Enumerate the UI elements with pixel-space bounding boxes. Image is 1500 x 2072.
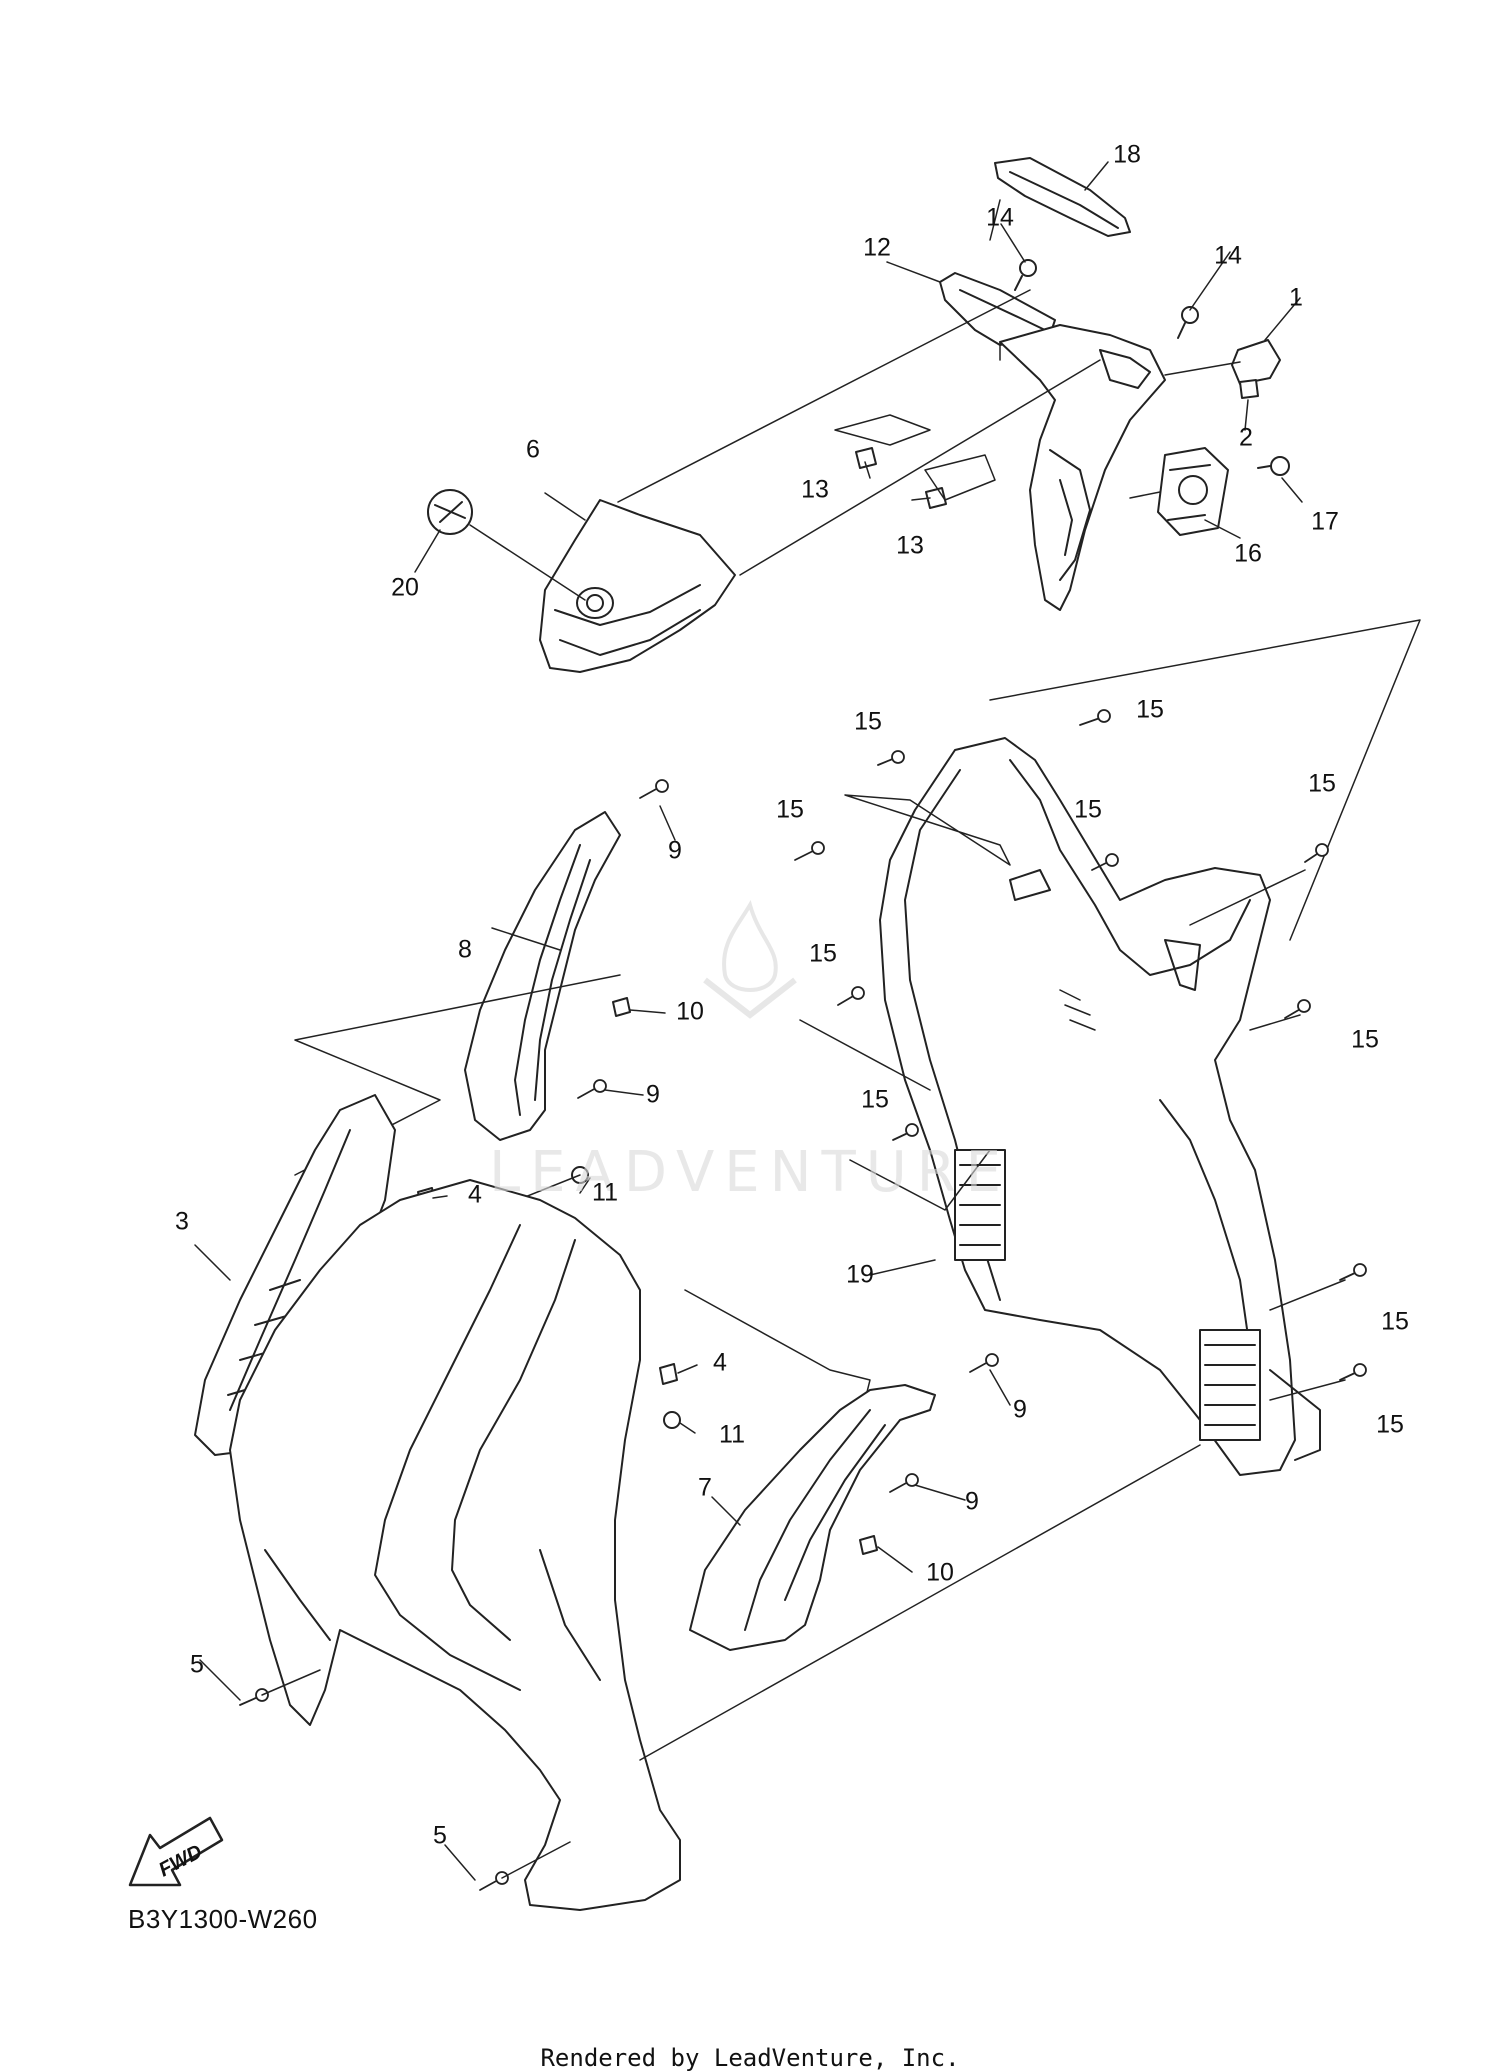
part-6-shape	[539, 499, 736, 673]
leadventure-watermark: LEADVENTURE	[488, 1140, 1012, 1205]
part-5-screws	[239, 1688, 509, 1891]
callout-18[interactable]: 18	[1113, 140, 1141, 169]
part-2-shape	[1239, 379, 1259, 399]
callout-12[interactable]: 12	[863, 233, 891, 262]
part-10-clip-b	[859, 1535, 878, 1555]
callout-15-d[interactable]: 15	[1074, 795, 1102, 824]
callout-19[interactable]: 19	[846, 1260, 874, 1289]
callout-14-a[interactable]: 14	[986, 203, 1014, 232]
part-10-clip-a	[612, 997, 631, 1017]
callout-9-b[interactable]: 9	[646, 1080, 660, 1109]
callout-15-a[interactable]: 15	[854, 707, 882, 736]
part-19-shape	[879, 737, 1296, 1476]
part-1-shape	[1231, 339, 1281, 385]
callout-6[interactable]: 6	[526, 435, 540, 464]
callout-15-f[interactable]: 15	[809, 939, 837, 968]
callout-3[interactable]: 3	[175, 1207, 189, 1236]
callout-13-b[interactable]: 13	[896, 531, 924, 560]
callout-17[interactable]: 17	[1311, 507, 1339, 536]
part-15-screws	[794, 709, 1367, 1381]
callout-15-i[interactable]: 15	[1381, 1307, 1409, 1336]
callout-16[interactable]: 16	[1234, 539, 1262, 568]
callout-9-a[interactable]: 9	[668, 836, 682, 865]
callout-leaders	[194, 161, 1303, 1881]
front-cowl-shape	[229, 1179, 681, 1911]
callout-4-b[interactable]: 4	[713, 1348, 727, 1377]
callout-10-a[interactable]: 10	[676, 997, 704, 1026]
part-16-shape	[1157, 447, 1229, 536]
part-14-screw-a	[1014, 259, 1037, 291]
callout-15-g[interactable]: 15	[1351, 1025, 1379, 1054]
callout-4-a[interactable]: 4	[468, 1180, 482, 1209]
part-13-clip-a	[855, 447, 877, 469]
diagram-code: B3Y1300-W260	[128, 1904, 318, 1934]
callout-14-b[interactable]: 14	[1214, 241, 1242, 270]
callout-15-j[interactable]: 15	[1376, 1410, 1404, 1439]
part-14-screw-b	[1177, 306, 1199, 339]
upper-inner-panel	[999, 324, 1166, 611]
callout-11-a[interactable]: 11	[592, 1178, 618, 1207]
callout-5-a[interactable]: 5	[190, 1650, 204, 1679]
callout-7[interactable]: 7	[698, 1473, 712, 1502]
callout-15-e[interactable]: 15	[1308, 769, 1336, 798]
callout-5-b[interactable]: 5	[433, 1821, 447, 1850]
callout-11-b[interactable]: 11	[719, 1420, 745, 1449]
callout-9-c[interactable]: 9	[1013, 1395, 1027, 1424]
part-20-shape	[427, 489, 473, 535]
part-8-shape	[464, 811, 621, 1141]
callout-15-b[interactable]: 15	[1136, 695, 1164, 724]
callout-8[interactable]: 8	[458, 935, 472, 964]
callout-20[interactable]: 20	[391, 573, 419, 602]
callout-1[interactable]: 1	[1289, 283, 1303, 312]
part-9-screws	[577, 779, 999, 1493]
callout-9-d[interactable]: 9	[965, 1487, 979, 1516]
part-11-ring-b	[663, 1411, 681, 1429]
leadventure-watermark-logo-icon	[703, 900, 797, 1019]
callout-15-c[interactable]: 15	[776, 795, 804, 824]
callout-13-a[interactable]: 13	[801, 475, 829, 504]
part-17-shape	[1270, 456, 1290, 476]
fwd-arrow	[128, 1816, 224, 1887]
part-7-shape	[689, 1384, 936, 1651]
callout-2[interactable]: 2	[1239, 423, 1253, 452]
callout-10-b[interactable]: 10	[926, 1558, 954, 1587]
render-credit: Rendered by LeadVenture, Inc.	[540, 2044, 960, 2072]
part-4-clip-b	[659, 1363, 678, 1385]
callout-15-h[interactable]: 15	[861, 1085, 889, 1114]
